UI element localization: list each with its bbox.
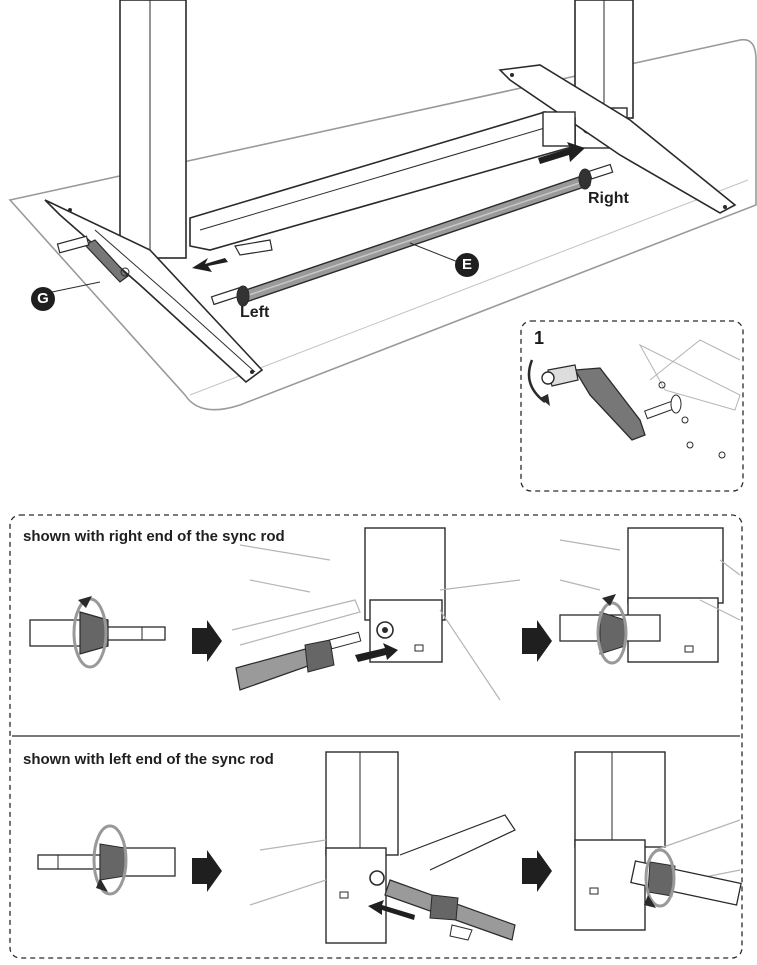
detail-box [520,320,744,492]
row2-frame1-rod-end [37,824,176,896]
caption-left-end: shown with left end of the sync rod [23,751,274,768]
crossbeam [189,111,576,251]
step-arrow-icon [192,850,222,892]
row2-frame3-lock [574,751,742,931]
instruction-panel [9,514,743,959]
right-insert-arrow [538,142,585,164]
part-label-g: G [31,287,55,311]
left-leg-column [119,0,187,259]
row1-frame2-insert [231,527,521,701]
tabletop-outline [8,38,757,411]
step-arrow-icon [522,620,552,662]
detail-crank [527,339,741,459]
left-insert-arrow [192,258,228,272]
caption-right-end: shown with right end of the sync rod [23,528,285,545]
part-label-e: E [455,253,479,277]
step-arrow-icon [192,620,222,662]
right-foot [498,64,737,214]
left-label: Left [240,304,270,321]
right-label: Right [588,190,629,207]
step-arrow-icon [522,850,552,892]
row2-frame2-insert [249,751,516,944]
row1-frame3-lock [559,527,741,665]
row1-frame1-rod-end [29,596,166,669]
detail-step-number: 1 [534,328,545,348]
crank-handle-g [56,235,130,283]
sync-rod-e [210,163,614,307]
